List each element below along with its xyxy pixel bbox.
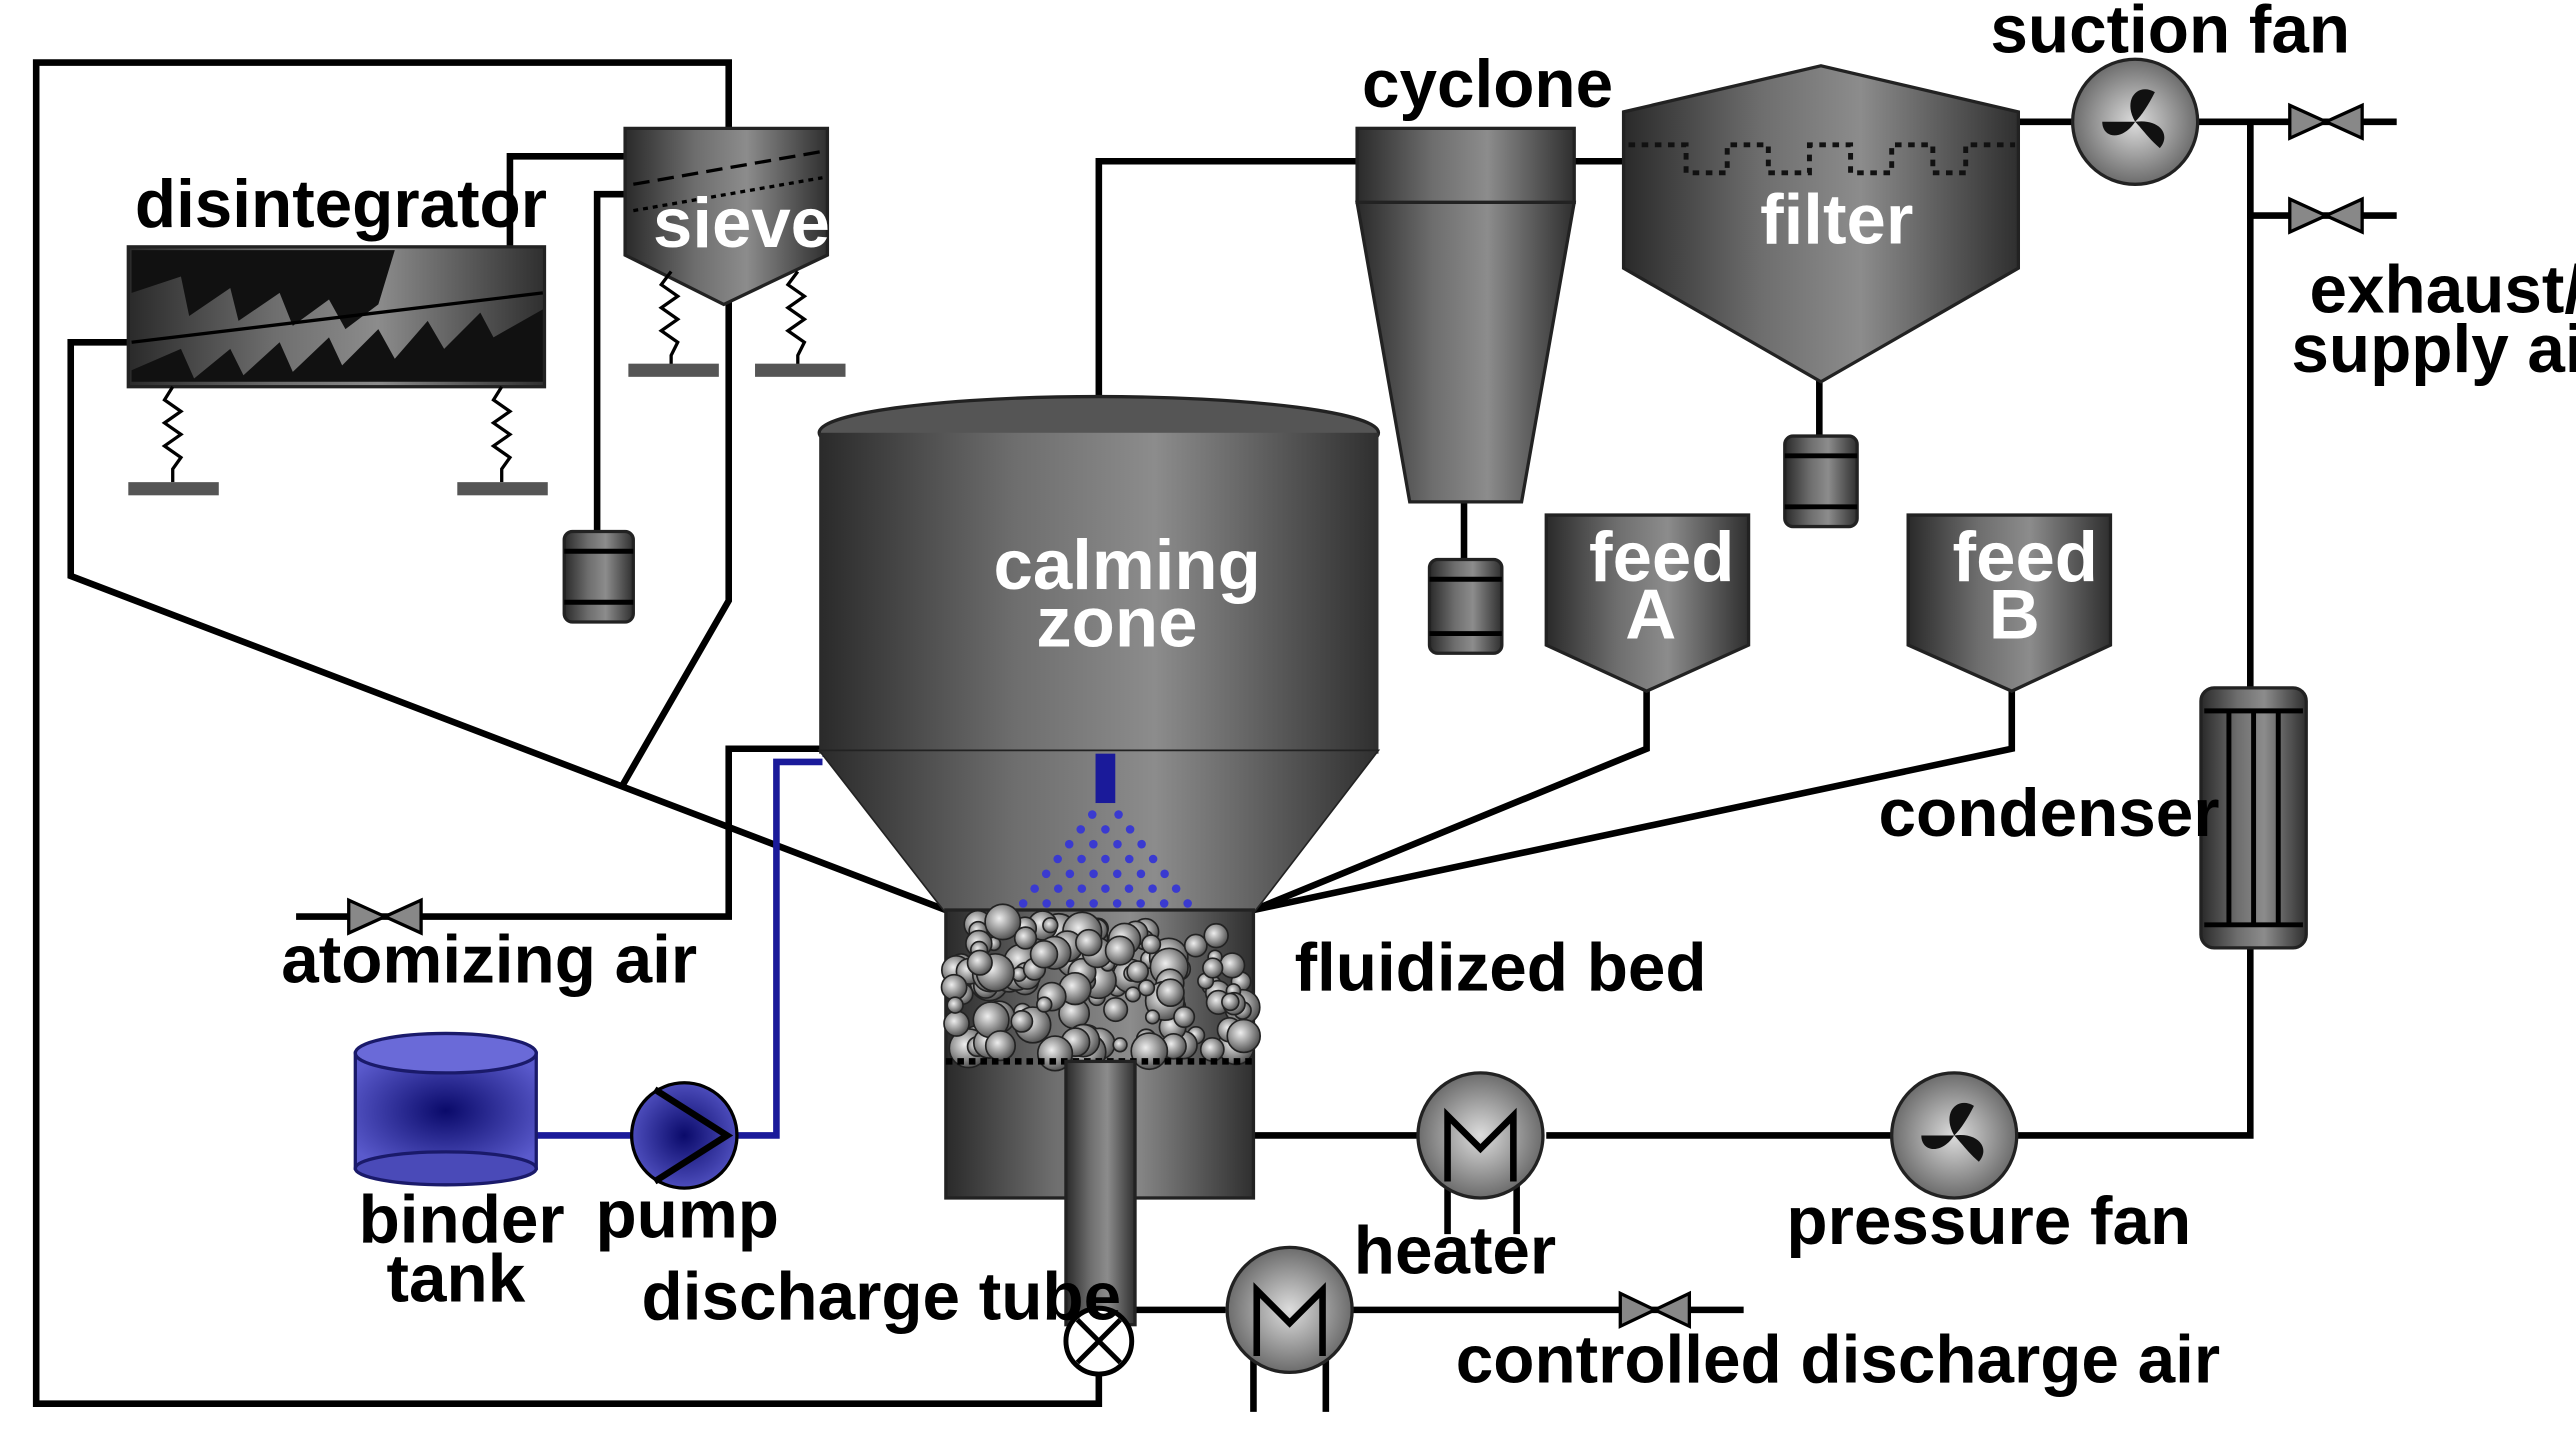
fluidized-bed-particles	[940, 903, 1262, 1072]
feed-b-line	[1252, 687, 2016, 914]
pump-label: pump	[595, 1177, 779, 1252]
binder-tank-label-line2: tank	[387, 1242, 526, 1317]
exhaust-valve	[2288, 102, 2364, 141]
cyclone-label: cyclone	[1362, 47, 1613, 122]
discharge-heater	[1225, 1245, 1354, 1375]
disintegrator-return-line	[67, 338, 948, 914]
calming-zone-label-line1: calming	[994, 525, 1261, 604]
disintegrator	[126, 245, 548, 496]
binder-tank	[353, 1031, 538, 1187]
feed-b-label-line1: feed	[1953, 517, 2098, 596]
feed-a-label-line1: feed	[1589, 517, 1734, 596]
cyclone	[1355, 126, 1577, 504]
spray-nozzle	[1095, 753, 1116, 804]
controlled-discharge-air-label: controlled discharge air	[1456, 1322, 2220, 1397]
suction-fan	[2070, 57, 2200, 186]
condenser-to-pressure-fan-line	[2016, 947, 2254, 1139]
condenser-label: condenser	[1879, 776, 2220, 851]
recycle-loop-line	[32, 59, 1103, 1407]
sieve-fines-line	[593, 190, 626, 535]
feed-a-hopper	[1544, 513, 1751, 693]
filter	[1621, 64, 2021, 384]
feed-a-label-line2: A	[1625, 574, 1676, 653]
pressure-fan	[1890, 1071, 2019, 1200]
exhaust-label-line1: exhaust/	[2310, 253, 2576, 328]
sieve-fines-collector	[562, 529, 635, 624]
fluidized-bed-label: fluidized bed	[1295, 931, 1707, 1006]
feed-b-label-line2: B	[1989, 574, 2040, 653]
atomizing-air-label: atomizing air	[281, 922, 697, 997]
supply-air-line	[2247, 121, 2397, 219]
feed-b-hopper	[1906, 513, 2113, 693]
bed-to-cyclone-line	[1095, 157, 1358, 404]
binder-tank-label-line1: binder	[359, 1182, 565, 1257]
calming-zone-label-line2: zone	[1036, 583, 1197, 662]
sieve-to-disintegrator-line	[506, 153, 626, 247]
feed-a-line	[1252, 687, 1650, 914]
spray-droplets	[1018, 810, 1192, 908]
exhaust-label-line2: supply air	[2291, 312, 2576, 387]
piping	[32, 59, 2397, 1412]
sieve-label: sieve	[653, 183, 830, 262]
discharge-air-valve	[1618, 1290, 1692, 1329]
filter-collector	[1783, 434, 1859, 529]
heater	[1416, 1071, 1545, 1200]
condenser	[2199, 686, 2308, 950]
pressure-fan-label: pressure fan	[1786, 1184, 2191, 1259]
cyclone-collector	[1427, 557, 1504, 655]
filter-label: filter	[1760, 180, 1913, 259]
atomizing-air-line	[296, 745, 823, 920]
suction-fan-label: suction fan	[1990, 0, 2350, 68]
atomizing-air-valve	[347, 897, 423, 936]
heater-label: heater	[1354, 1214, 1556, 1289]
discharge-tube-label: discharge tube	[642, 1260, 1122, 1335]
disintegrator-label: disintegrator	[135, 167, 547, 242]
pump	[630, 1081, 739, 1190]
discharge-tube	[1063, 1059, 1137, 1377]
sieve	[623, 126, 846, 377]
supply-valve	[2288, 196, 2364, 235]
